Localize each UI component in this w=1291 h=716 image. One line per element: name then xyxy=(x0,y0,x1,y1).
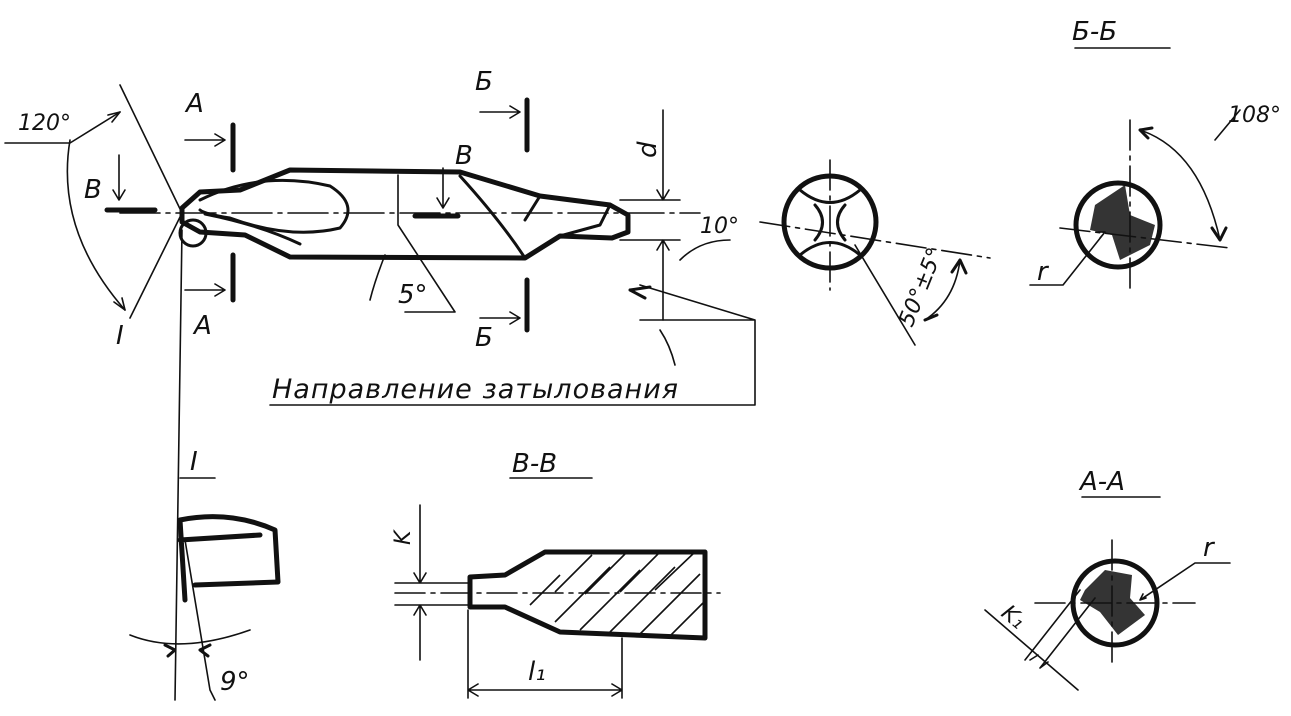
cut-a-arrows xyxy=(184,133,226,297)
section-b-b-r-leader xyxy=(1029,231,1106,286)
cut-a-top-label: А xyxy=(184,89,204,119)
dim-l1-label: l₁ xyxy=(528,657,546,687)
dim-k1-lines xyxy=(984,589,1096,691)
dim-k-label: K xyxy=(391,529,416,545)
dim-d-lines xyxy=(619,109,681,321)
drill-body-outline xyxy=(179,167,631,261)
cut-v-left-arrow xyxy=(112,154,126,201)
section-b-b-hatched-area xyxy=(1090,185,1155,260)
angle-5-lines xyxy=(369,174,456,313)
dim-k1-label: K₁ xyxy=(996,600,1030,634)
angle-10-lines xyxy=(269,239,756,406)
dim-k-lines xyxy=(394,504,471,661)
cut-v-left-label: В xyxy=(84,175,102,205)
main-drill-view xyxy=(4,84,756,406)
cut-v-mid-label: В xyxy=(455,141,473,171)
dim-d-label: d xyxy=(633,141,663,158)
section-b-b-circle xyxy=(1073,180,1163,270)
cut-v-mid-arrow xyxy=(436,167,450,209)
section-v-v xyxy=(394,477,721,699)
angle-5-label: 5° xyxy=(398,280,428,310)
angle-10-arrow xyxy=(628,285,652,300)
section-a-a xyxy=(984,496,1231,691)
angle-9-label: 9° xyxy=(220,667,250,697)
caption-relief-direction: Направление затылования xyxy=(272,374,679,405)
detail-i-9-arrows xyxy=(163,643,212,658)
detail-i-shape xyxy=(177,514,281,603)
section-v-v-title: В-В xyxy=(512,449,557,479)
section-v-v-outline xyxy=(467,549,708,641)
detail-i-circle xyxy=(178,218,208,248)
detail-i-9-lines xyxy=(129,539,251,701)
angle-120-label: 120° xyxy=(18,111,71,136)
radius-r-bb-label: r xyxy=(1037,257,1050,287)
cut-a-bottom-label: А xyxy=(192,311,212,341)
section-a-a-axes xyxy=(1034,539,1196,666)
drill-flute-lines xyxy=(198,174,612,260)
detail-i-mark: I xyxy=(116,321,124,351)
end-view xyxy=(759,159,991,346)
angle-50-label: 50°±5° xyxy=(894,244,948,330)
section-b-b-108-arrows xyxy=(1138,126,1228,242)
detail-i xyxy=(129,229,281,701)
cut-b-top-label: Б xyxy=(475,67,493,97)
section-b-b-title: Б-Б xyxy=(1072,17,1117,47)
section-a-a-r-leader xyxy=(1139,562,1231,601)
section-b-b-108-arc xyxy=(1139,109,1241,241)
end-view-axes xyxy=(759,159,991,291)
dim-l1-lines xyxy=(467,609,623,699)
angle-120-lines xyxy=(4,84,183,319)
section-a-a-title: А-А xyxy=(1078,467,1125,497)
angle-10-label: 10° xyxy=(700,214,739,239)
detail-i-title: I xyxy=(190,447,198,477)
detail-i-axis xyxy=(174,229,183,701)
radius-r-aa-label: r xyxy=(1203,533,1216,563)
end-view-50-lines xyxy=(854,244,961,346)
section-v-v-hatching xyxy=(529,551,706,637)
cut-b-arrows xyxy=(479,105,521,325)
section-b-b-axes xyxy=(1059,119,1231,291)
cut-b-bottom-label: Б xyxy=(475,323,493,353)
section-b-b xyxy=(1029,47,1241,291)
angle-120-arrows xyxy=(107,111,126,311)
angle-108-label: 108° xyxy=(1228,103,1281,128)
end-view-arrows xyxy=(923,258,968,322)
